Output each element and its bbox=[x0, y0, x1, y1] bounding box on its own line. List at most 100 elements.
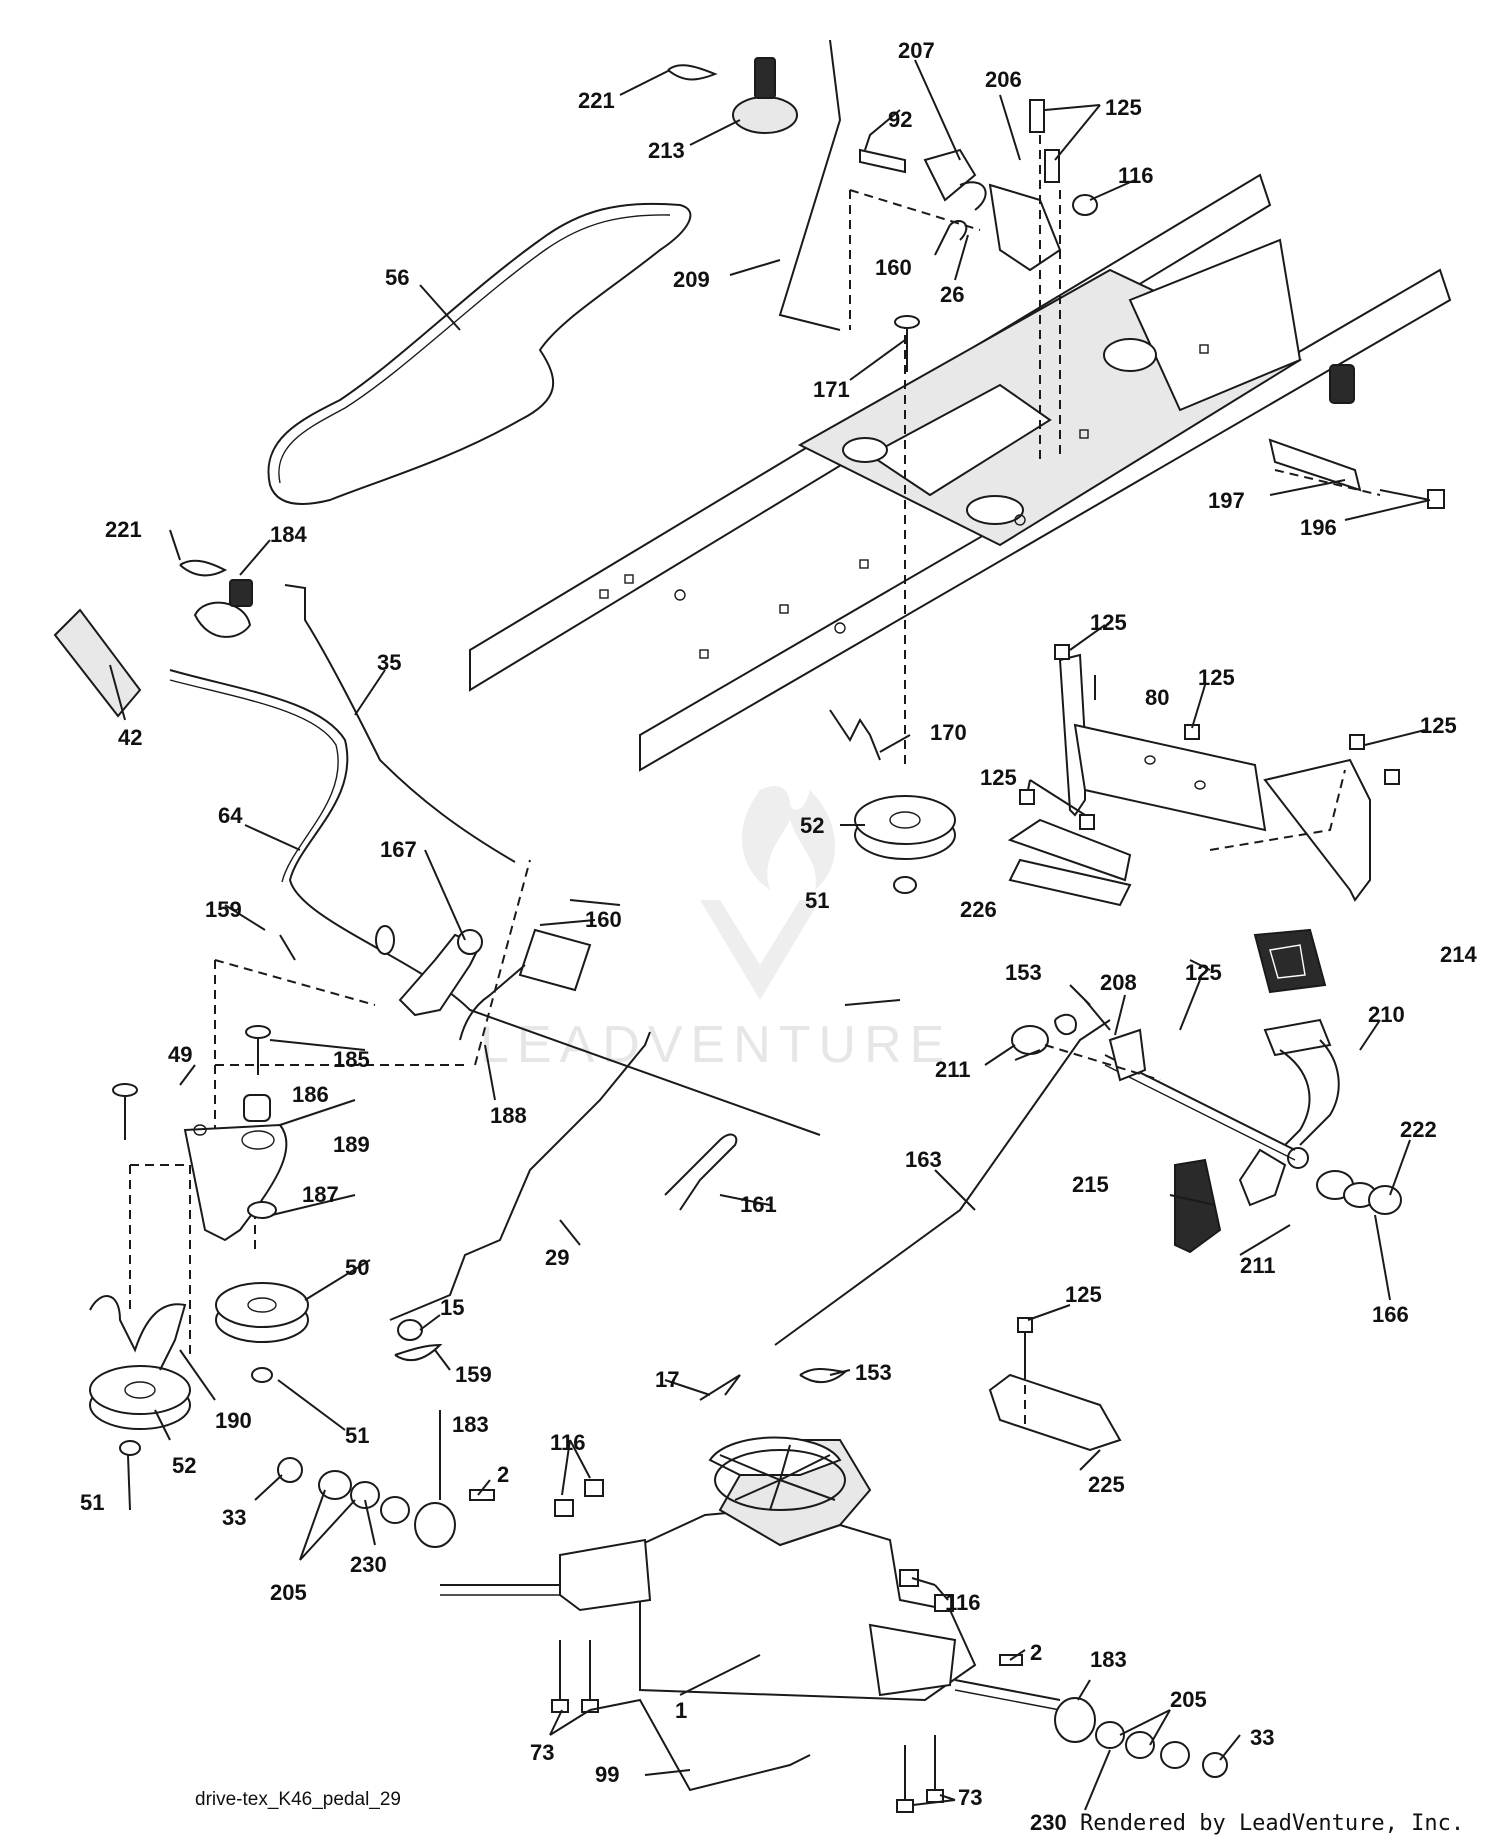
knob-184 bbox=[193, 579, 253, 638]
nut-51-center bbox=[251, 1367, 273, 1383]
drive-belt bbox=[267, 202, 692, 505]
control-cable bbox=[284, 584, 516, 863]
dashed-guide-lines-left bbox=[129, 859, 531, 1360]
callout-99: 99 bbox=[595, 1762, 619, 1787]
callout-26: 26 bbox=[940, 282, 964, 307]
callout-188: 188 bbox=[490, 1103, 527, 1128]
handle-grip bbox=[53, 608, 142, 718]
clip-153-bottom bbox=[799, 1368, 848, 1384]
dashed-guide-lines-pedal bbox=[1044, 1044, 1161, 1081]
callout-225: 225 bbox=[1088, 1472, 1125, 1497]
callout-116-top: 116 bbox=[1118, 163, 1154, 188]
callout-92: 92 bbox=[888, 107, 912, 132]
callout-207: 207 bbox=[898, 38, 935, 63]
callout-190: 190 bbox=[215, 1408, 252, 1433]
callout-153-top: 153 bbox=[1005, 960, 1042, 985]
callout-125-pedal: 125 bbox=[1185, 960, 1222, 985]
spacer-186 bbox=[243, 1094, 271, 1122]
callout-50: 50 bbox=[345, 1255, 369, 1280]
bracket-assembly bbox=[859, 99, 1098, 272]
callout-29: 29 bbox=[545, 1245, 569, 1270]
shift-lever-rod bbox=[778, 39, 842, 331]
callout-167: 167 bbox=[380, 837, 417, 862]
callout-221-left: 221 bbox=[105, 517, 142, 542]
callout-211-top: 211 bbox=[935, 1057, 971, 1082]
callout-51-center: 51 bbox=[805, 888, 829, 913]
callout-213: 213 bbox=[648, 138, 685, 163]
dashed-guide-lines-bracket bbox=[1209, 769, 1346, 851]
brake-pedal-210 bbox=[1238, 1018, 1340, 1207]
callout-185: 185 bbox=[333, 1047, 370, 1072]
callout-116-left: 116 bbox=[550, 1430, 586, 1455]
rod-188 bbox=[459, 964, 526, 1041]
callout-15: 15 bbox=[440, 1295, 464, 1320]
leader-lines bbox=[109, 59, 1431, 1811]
left-axle-parts bbox=[277, 1457, 495, 1548]
cooling-fan bbox=[714, 1444, 846, 1511]
callout-56: 56 bbox=[385, 265, 409, 290]
cover-215 bbox=[1174, 1158, 1222, 1254]
leadventure-watermark-logo bbox=[700, 785, 836, 1000]
right-axle-parts bbox=[999, 1654, 1228, 1778]
callout-73-left: 73 bbox=[530, 1740, 554, 1765]
callout-33-left: 33 bbox=[222, 1505, 246, 1530]
nut-51-center-top bbox=[893, 876, 917, 894]
callout-196: 196 bbox=[1300, 515, 1337, 540]
washer-15 bbox=[397, 1319, 423, 1341]
callout-52-left: 52 bbox=[172, 1453, 196, 1478]
callout-125-bracket-b: 125 bbox=[1198, 665, 1235, 690]
pulley-52-left bbox=[89, 1365, 191, 1430]
callout-222: 222 bbox=[1400, 1117, 1437, 1142]
callout-17: 17 bbox=[655, 1367, 679, 1392]
bracket-225 bbox=[988, 1373, 1122, 1452]
callout-52-center: 52 bbox=[800, 813, 824, 838]
callout-35: 35 bbox=[377, 650, 401, 675]
shift-knob bbox=[732, 57, 798, 134]
nuts-116 bbox=[554, 1479, 954, 1612]
transaxle-1 bbox=[440, 1436, 1061, 1711]
callout-51-right: 51 bbox=[345, 1423, 369, 1448]
callout-166: 166 bbox=[1372, 1302, 1409, 1327]
bolt-125-bottom bbox=[1017, 1317, 1033, 1370]
pin-159-top bbox=[279, 934, 296, 961]
callout-206: 206 bbox=[985, 67, 1022, 92]
callout-116-right: 116 bbox=[945, 1590, 981, 1615]
pulley-52-center bbox=[854, 795, 956, 860]
rod-29 bbox=[389, 1031, 651, 1321]
callout-161: 161 bbox=[740, 1192, 777, 1217]
carriage-bolt-171 bbox=[894, 315, 920, 372]
callout-33-right: 33 bbox=[1250, 1725, 1274, 1750]
bolts-73 bbox=[551, 1640, 944, 1813]
callout-42: 42 bbox=[118, 725, 142, 750]
callout-205-left: 205 bbox=[270, 1580, 307, 1605]
bushing-211-bottom bbox=[1316, 1170, 1402, 1215]
callout-189: 189 bbox=[333, 1132, 370, 1157]
callout-125-bracket-a: 125 bbox=[1090, 610, 1127, 635]
cotter-pin-159 bbox=[394, 1343, 443, 1362]
callout-197: 197 bbox=[1208, 488, 1245, 513]
callout-186: 186 bbox=[292, 1082, 329, 1107]
callout-171: 171 bbox=[813, 377, 850, 402]
callout-215: 215 bbox=[1072, 1172, 1109, 1197]
callout-125-top: 125 bbox=[1105, 95, 1142, 120]
callout-221-top: 221 bbox=[578, 88, 615, 113]
carriage-bolt-49 bbox=[112, 1083, 138, 1140]
pedal-pad-214 bbox=[1253, 928, 1327, 994]
bolt-196 bbox=[1379, 489, 1445, 509]
callout-125-bottom: 125 bbox=[1065, 1282, 1102, 1307]
callout-211-bottom: 211 bbox=[1240, 1253, 1276, 1278]
hairpin-221-left bbox=[179, 559, 228, 577]
callout-159-top: 159 bbox=[205, 897, 242, 922]
callout-183-left: 183 bbox=[452, 1412, 489, 1437]
watermark-text: LEADVENTURE bbox=[480, 1016, 952, 1074]
callout-73-right: 73 bbox=[958, 1785, 982, 1810]
bolts-125-group bbox=[1019, 644, 1400, 830]
callout-183-right: 183 bbox=[1090, 1647, 1127, 1672]
callout-205-right: 205 bbox=[1170, 1687, 1207, 1712]
callout-208: 208 bbox=[1100, 970, 1137, 995]
washer-187 bbox=[247, 1201, 277, 1219]
callout-2-right: 2 bbox=[1030, 1640, 1042, 1665]
callout-125-bracket-d: 125 bbox=[980, 765, 1017, 790]
bushing-211-top bbox=[1011, 1025, 1049, 1055]
